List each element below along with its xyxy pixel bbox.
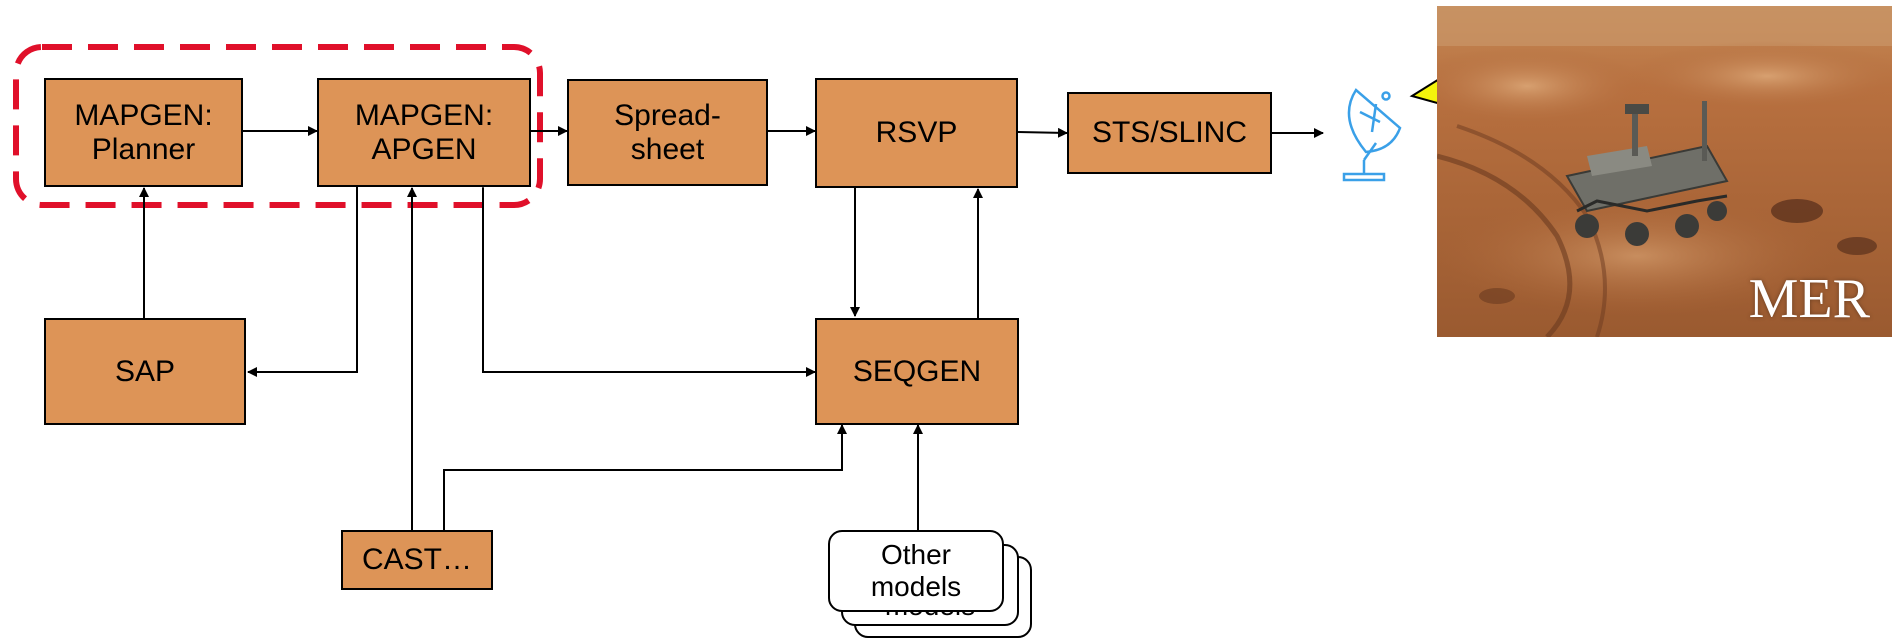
node-sts-slinc: STS/SLINC — [1067, 92, 1272, 174]
mapgen-highlight-outline — [13, 44, 543, 208]
node-sap: SAP — [44, 318, 246, 425]
node-seqgen: SEQGEN — [815, 318, 1019, 425]
arrow-rsvp-to-sts — [1017, 127, 1068, 138]
rover-icon — [1565, 101, 1729, 246]
node-mapgen-apgen: MAPGEN: APGEN — [317, 78, 531, 187]
node-mapgen-planner: MAPGEN: Planner — [44, 78, 243, 187]
other-models-card: Other models — [828, 530, 1004, 612]
arrow-seqgen-apgen-bidirectional — [478, 179, 816, 377]
mer-rover-photo: MER — [1437, 6, 1892, 337]
node-cast: CAST… — [341, 530, 493, 590]
node-rsvp: RSVP — [815, 78, 1018, 188]
mars-terrain-image — [1437, 6, 1892, 337]
mer-label: MER — [1748, 268, 1870, 330]
satellite-dish-icon — [1342, 88, 1402, 182]
arrow-cast-to-seqgen — [443, 424, 847, 530]
arrow-apgen-to-sap — [247, 187, 358, 377]
node-spreadsheet: Spread- sheet — [567, 79, 768, 186]
